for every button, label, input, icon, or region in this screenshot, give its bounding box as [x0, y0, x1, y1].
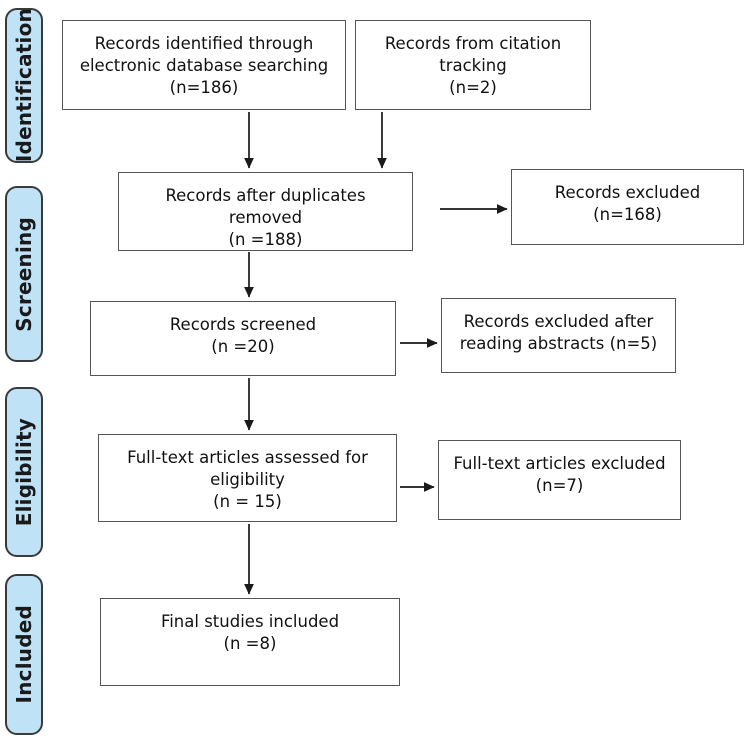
box-fulltext-excluded-text: Full-text articles excluded (n=7) — [453, 454, 666, 495]
stage-tab-eligibility: Eligibility — [5, 387, 43, 557]
stage-tab-included: Included — [5, 574, 43, 735]
box-records-excluded-abstracts-text: Records excluded after reading abstracts… — [459, 312, 658, 353]
box-records-identified: Records identified through electronic da… — [62, 20, 346, 110]
box-records-excluded: Records excluded (n=168) — [511, 169, 744, 245]
box-records-citation-tracking-text: Records from citation tracking (n=2) — [384, 34, 562, 97]
box-fulltext-assessed: Full-text articles assessed for eligibil… — [98, 434, 397, 522]
box-final-studies-included-text: Final studies included (n =8) — [160, 612, 340, 653]
box-fulltext-excluded: Full-text articles excluded (n=7) — [438, 440, 681, 520]
box-records-after-duplicates: Records after duplicates removed (n =188… — [118, 172, 413, 251]
stage-tab-screening: Screening — [5, 186, 43, 362]
box-records-after-duplicates-text: Records after duplicates removed (n =188… — [165, 186, 366, 249]
box-final-studies-included: Final studies included (n =8) — [100, 598, 400, 686]
box-fulltext-assessed-text: Full-text articles assessed for eligibil… — [127, 448, 368, 511]
stage-tab-identification: Identification — [5, 8, 43, 163]
box-records-screened: Records screened (n =20) — [90, 301, 396, 376]
box-records-screened-text: Records screened (n =20) — [169, 315, 317, 356]
box-records-citation-tracking: Records from citation tracking (n=2) — [355, 20, 591, 110]
box-records-excluded-abstracts: Records excluded after reading abstracts… — [441, 298, 676, 373]
box-records-identified-text: Records identified through electronic da… — [79, 34, 329, 97]
box-records-excluded-text: Records excluded (n=168) — [554, 183, 701, 224]
